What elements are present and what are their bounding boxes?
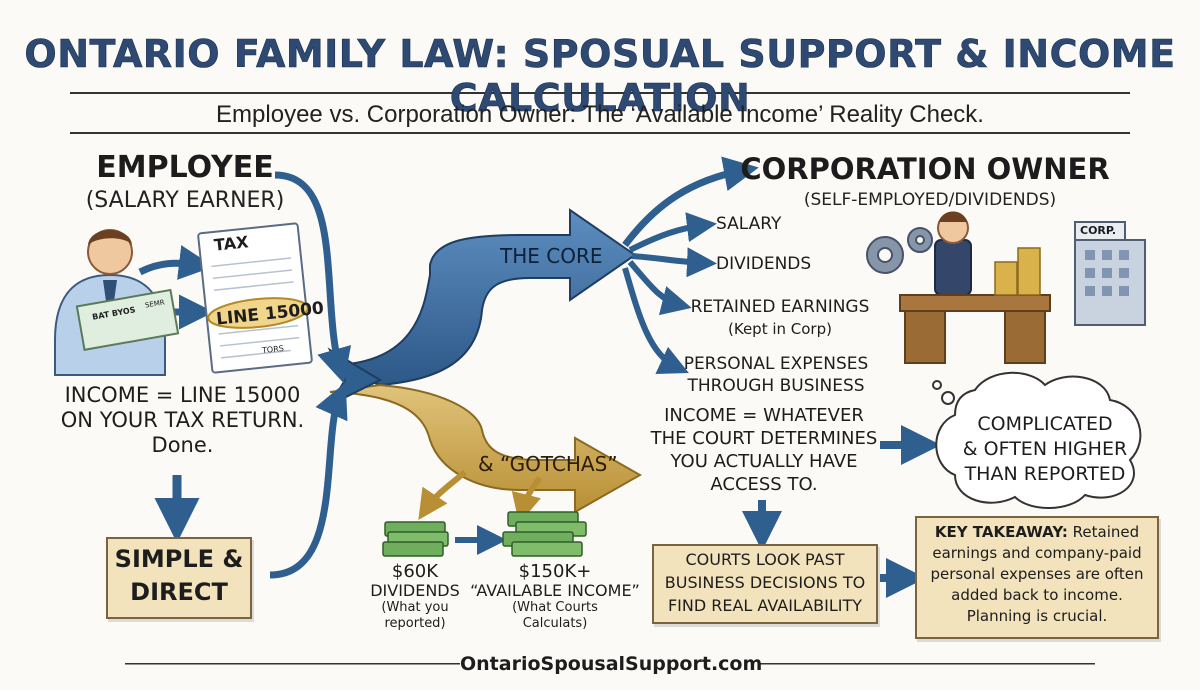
- simple-to-center-arrow: [269, 382, 348, 579]
- page-title: ONTARIO FAMILY LAW: SPOSUAL SUPPORT & IN…: [24, 32, 1176, 121]
- gotchas-arrow: [329, 383, 643, 514]
- cloud-text: COMPLICATED & OFTEN HIGHER THAN REPORTED: [955, 412, 1135, 487]
- available-label: “AVAILABLE INCOME”: [470, 581, 640, 600]
- corp-item-dividends: DIVIDENDS: [716, 254, 812, 274]
- takeaway-line-1: Retained: [1072, 523, 1140, 541]
- reported-note-1: (What you: [381, 600, 449, 615]
- reported-income-block: $60K DIVIDENDS (What you reported): [365, 562, 465, 632]
- title-rule-bottom: [70, 132, 1130, 134]
- gotchas-to-150k-arrow: [511, 476, 543, 524]
- corp-item-personal-note: THROUGH BUSINESS: [687, 376, 865, 396]
- corp-item-retained: RETAINED EARNINGS (Kept in Corp): [680, 296, 880, 340]
- footer-rule-left: [125, 663, 460, 665]
- gotchas-to-60k-arrow: [418, 469, 467, 520]
- cloud-line-3: THAN REPORTED: [964, 463, 1126, 485]
- core-label: THE CORE: [500, 244, 603, 268]
- courts-look-past-box: COURTS LOOK PAST BUSINESS DECISIONS TO F…: [652, 544, 878, 624]
- business-owner-icon: [934, 211, 972, 296]
- key-takeaway-box: KEY TAKEAWAY: Retained earnings and comp…: [915, 516, 1159, 639]
- simple-direct-line-1: SIMPLE &: [114, 545, 244, 573]
- corp-income-text: INCOME = WHATEVER THE COURT DETERMINES Y…: [645, 404, 883, 496]
- gotchas-label: & “GOTCHAS”: [478, 452, 618, 476]
- corp-income-line-4: ACCESS TO.: [710, 474, 818, 495]
- takeaway-line-2: earnings and company-paid: [932, 544, 1142, 562]
- tax-form-label: TAX: [213, 232, 250, 255]
- courts-line-2: BUSINESS DECISIONS TO: [664, 573, 866, 592]
- employee-to-center-arrow: [274, 171, 352, 384]
- takeaway-line-3: personal expenses are often: [930, 565, 1144, 583]
- corp-item-retained-label: RETAINED EARNINGS: [690, 297, 870, 317]
- courts-line-3: FIND REAL AVAILABILITY: [667, 596, 863, 615]
- reported-label: DIVIDENDS: [370, 581, 460, 600]
- title-rule-top: [70, 92, 1130, 94]
- takeaway-heading: KEY TAKEAWAY:: [934, 523, 1068, 541]
- fan-arrow-title: [622, 156, 759, 248]
- available-amount: $150K+: [518, 561, 592, 582]
- corp-income-line-2: THE COURT DETERMINES: [650, 428, 878, 449]
- page-subtitle: Employee vs. Corporation Owner: The ‘Ava…: [216, 101, 984, 128]
- employee-title: EMPLOYEE: [96, 150, 274, 185]
- money-stack-60k-icon: [382, 521, 449, 557]
- fan-arrow-salary: [628, 212, 717, 253]
- takeaway-line-4: added back to income.: [951, 586, 1123, 604]
- corp-item-personal-label: PERSONAL EXPENSES: [683, 354, 869, 374]
- gears-icon: [866, 227, 933, 274]
- fan-arrow-retained: [627, 260, 692, 316]
- core-arrow: [329, 208, 637, 387]
- available-income-block: $150K+ “AVAILABLE INCOME” (What Courts C…: [465, 562, 645, 632]
- corp-item-salary: SALARY: [716, 214, 782, 234]
- cheque-icon: [75, 288, 180, 351]
- person-to-tax-arrow: [138, 245, 214, 280]
- corp-sign: CORP.: [1080, 224, 1117, 237]
- money-stack-150k-icon: [502, 511, 587, 557]
- courts-line-1: COURTS LOOK PAST: [685, 550, 845, 569]
- takeaway-line-5: Planning is crucial.: [966, 607, 1108, 625]
- simple-direct-line-2: DIRECT: [130, 578, 228, 606]
- thought-cloud: [932, 371, 1142, 509]
- corp-item-retained-note: (Kept in Corp): [728, 320, 832, 338]
- desk-icon: [899, 294, 1051, 364]
- corporation-title: CORPORATION OWNER: [740, 152, 1110, 186]
- corp-building-icon: [1074, 221, 1146, 326]
- employee-income-line-1: INCOME = LINE 15000: [64, 383, 301, 407]
- fan-arrow-personal: [622, 267, 689, 375]
- simple-direct-box: SIMPLE & DIRECT: [106, 537, 252, 619]
- available-note-1: (What Courts: [512, 600, 598, 615]
- employee-subtitle: (SALARY EARNER): [85, 188, 285, 213]
- footer-site-link[interactable]: OntarioSpousalSupport.com: [460, 653, 763, 675]
- fan-arrow-dividends: [631, 247, 717, 278]
- corp-income-line-1: INCOME = WHATEVER: [664, 405, 864, 426]
- footer-rule-right: [760, 663, 1095, 665]
- cloud-line-2: & OFTEN HIGHER: [962, 438, 1128, 460]
- corp-income-line-3: YOU ACTUALLY HAVE: [670, 451, 858, 472]
- employee-income-text: INCOME = LINE 15000 ON YOUR TAX RETURN. …: [50, 383, 315, 458]
- tax-form-icon: [197, 222, 313, 374]
- coin-stacks-icon: [994, 247, 1041, 296]
- employee-income-line-3: Done.: [151, 433, 214, 457]
- reported-note-2: reported): [384, 616, 446, 631]
- cloud-line-1: COMPLICATED: [977, 413, 1113, 435]
- available-note-2: Calculats): [522, 616, 588, 631]
- corporation-subtitle: (SELF-EMPLOYED/DIVIDENDS): [803, 190, 1057, 210]
- employee-income-line-2: ON YOUR TAX RETURN.: [60, 408, 305, 432]
- reported-amount: $60K: [391, 561, 439, 582]
- corp-item-personal: PERSONAL EXPENSES THROUGH BUSINESS: [676, 353, 876, 397]
